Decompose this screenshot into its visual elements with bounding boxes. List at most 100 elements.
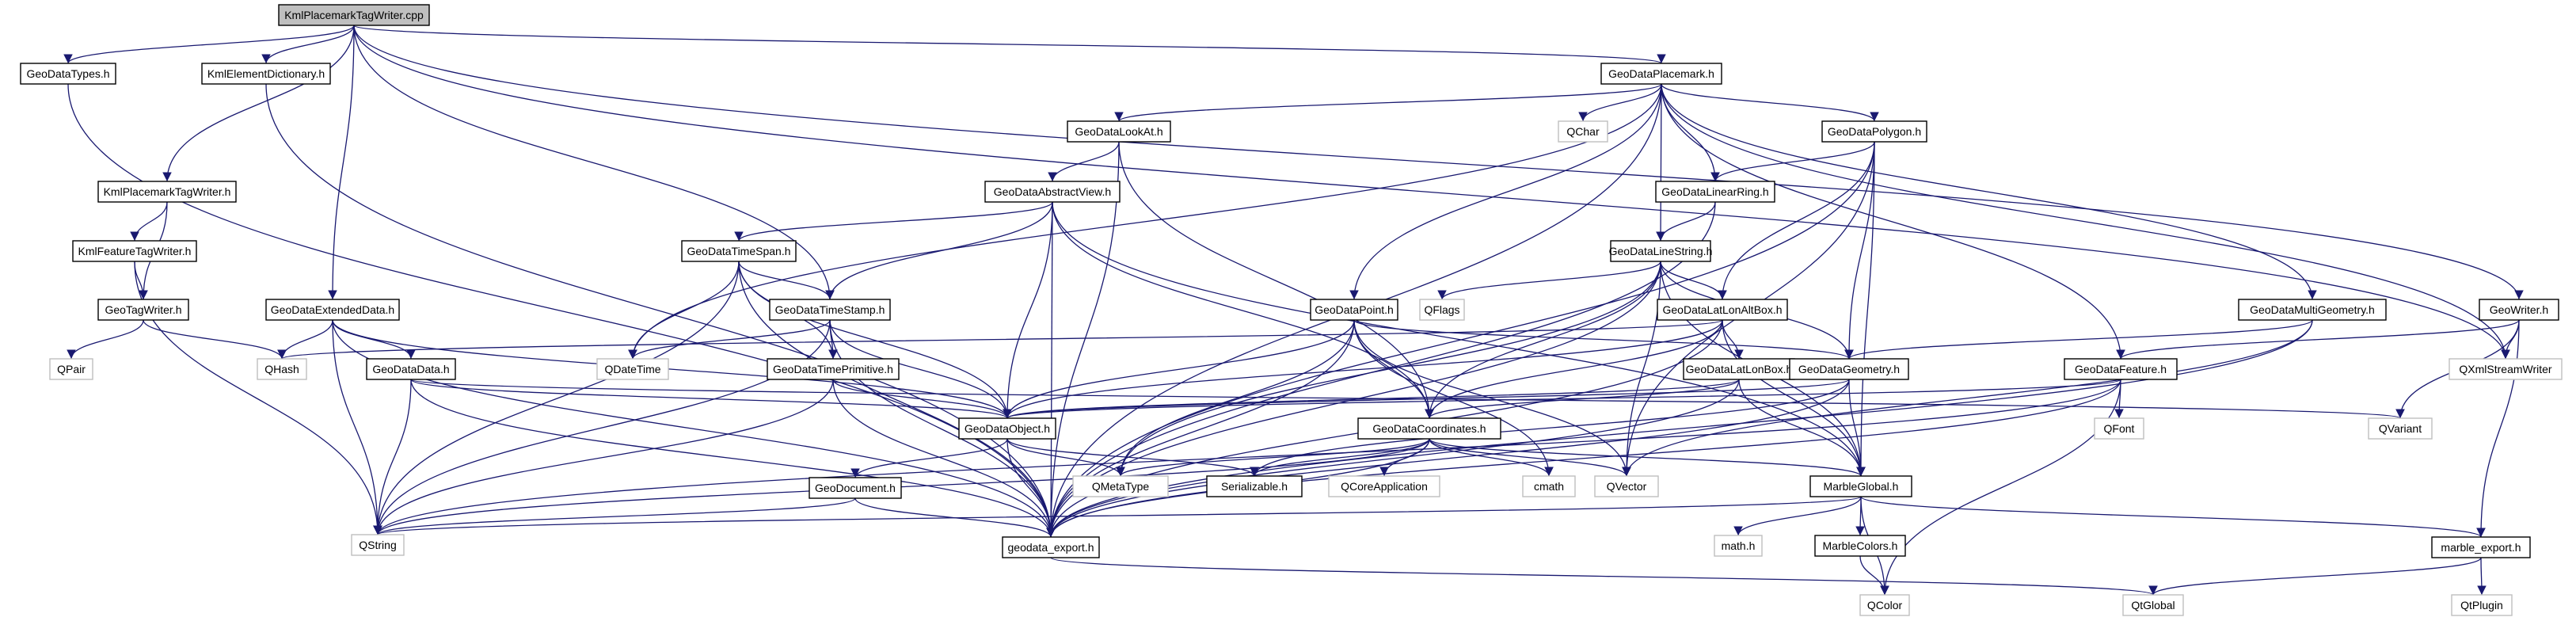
edge-geodatalatlonaltbox-to-qhash: [278, 319, 1723, 360]
node-box: [2094, 417, 2144, 440]
node-geodataabstractview-h[interactable]: GeoDataAbstractView.h: [984, 181, 1121, 203]
edge-geowriter-to-marble-export: [2476, 319, 2520, 538]
node-marbleglobal-h[interactable]: MarbleGlobal.h: [1809, 475, 1912, 497]
node-qcolor: QColor: [1859, 594, 1910, 616]
node-box: [1310, 299, 1398, 321]
node-kmlfeaturetagwriter-h[interactable]: KmlFeatureTagWriter.h: [72, 240, 197, 262]
node-geodocument-h[interactable]: GeoDocument.h: [809, 477, 902, 499]
edge-geodataabstractview-to-geodatacoordinates: [1052, 201, 1434, 419]
edge-marble-export-to-qtplugin: [2477, 557, 2487, 596]
node-geodatalinestring-h[interactable]: GeoDataLineString.h: [1609, 240, 1713, 262]
node-label: QFont: [2104, 422, 2135, 435]
node-label: MarbleGlobal.h: [1824, 480, 1899, 493]
edge-geodatatimespan-to-geodata-export: [738, 261, 1056, 538]
edge-geodatacoordinates-to-cmath: [1429, 438, 1554, 477]
node-box: [984, 181, 1121, 203]
node-marble-export-h[interactable]: marble_export.h: [2431, 536, 2531, 558]
node-geodatageometry-h[interactable]: GeoDataGeometry.h: [1789, 358, 1909, 380]
node-serializable-h[interactable]: Serializable.h: [1206, 475, 1303, 497]
node-box: [596, 358, 669, 380]
node-box: [72, 240, 197, 262]
node-geodatapoint-h[interactable]: GeoDataPoint.h: [1310, 299, 1398, 321]
edge-geodataobject-to-qmetatype: [1006, 438, 1125, 477]
edge-geodatacoordinates-to-qvector: [1429, 438, 1631, 477]
edge-geodata-export-to-qtglobal: [1050, 557, 2158, 596]
node-qchar: QChar: [1558, 120, 1608, 143]
node-label: GeoDataTimeSpan.h: [687, 245, 791, 257]
node-kmlelementdictionary-h[interactable]: KmlElementDictionary.h: [201, 63, 331, 85]
edge-kmlelementdictionary-to-geodata-export: [265, 83, 1056, 538]
node-geodataextendeddata-h[interactable]: GeoDataExtendedData.h: [265, 299, 400, 321]
node-geodatatimespan-h[interactable]: GeoDataTimeSpan.h: [681, 240, 797, 262]
edge-marbleglobal-to-mathh: [1733, 496, 1862, 536]
edge-geodatafeature-to-geodata-export: [1046, 379, 2121, 538]
edge-geodataplacemark-to-geodatafeature: [1661, 83, 2125, 360]
node-label: GeoDataLinearRing.h: [1661, 185, 1768, 198]
edge-geodatalinestring-to-qmetatype: [1116, 261, 1661, 477]
edge-geodatalatlonaltbox-to-geodatacoordinates: [1425, 319, 1723, 419]
node-label: MarbleColors.h: [1823, 539, 1898, 552]
edge-geodatalookat-to-geodata-export: [1046, 141, 1120, 538]
node-box: [1610, 240, 1711, 262]
edge-geotagwriter-to-qpair: [67, 319, 144, 360]
edge-geodataabstractview-to-geodatatimestamp: [825, 201, 1053, 300]
node-geodatatimestamp-h[interactable]: GeoDataTimeStamp.h: [769, 299, 891, 321]
edge-geodatatimespan-to-qdatetime: [628, 261, 740, 360]
edge-geodatamultigeometry-to-geodatageometry: [1844, 319, 2313, 360]
node-box: [958, 417, 1056, 440]
node-geowriter-h[interactable]: GeoWriter.h: [2479, 299, 2559, 321]
edge-geodataabstractview-to-geodataobject: [1003, 201, 1053, 419]
edge-geotagwriter-to-qhash: [143, 319, 287, 360]
node-qvariant: QVariant: [2368, 417, 2433, 440]
node-label: GeoDataPoint.h: [1315, 303, 1394, 316]
node-geodatatypes-h[interactable]: GeoDataTypes.h: [20, 63, 116, 85]
node-label: QDateTime: [604, 363, 660, 375]
node-label: marble_export.h: [2441, 541, 2521, 554]
edge-geodatacoordinates-to-marbleglobal: [1429, 438, 1866, 477]
edge-geodatalinestring-to-geodatacoordinates: [1425, 261, 1661, 419]
node-geodataobject-h[interactable]: GeoDataObject.h: [958, 417, 1056, 440]
node-label: QHash: [264, 363, 299, 375]
node-geodatalookat-h[interactable]: GeoDataLookAt.h: [1067, 120, 1171, 143]
node-geodatalatlonbox-h[interactable]: GeoDataLatLonBox.h: [1683, 358, 1795, 380]
node-geodatatimeprimitive-h[interactable]: GeoDataTimePrimitive.h: [767, 358, 900, 380]
node-kmlplacemarktagwriter-h[interactable]: KmlPlacemarkTagWriter.h: [97, 181, 237, 203]
edge-geodatageometry-to-geodata-export: [1046, 379, 1850, 538]
edge-root-to-qxmlstreamwriter: [353, 25, 2510, 360]
edge-geodatafeature-to-geodataobject: [1003, 379, 2121, 419]
edge-geodatacoordinates-to-serializable: [1250, 438, 1430, 477]
node-label: GeoDataAbstractView.h: [994, 185, 1111, 198]
edge-geodatalatlonbox-to-geodataobject: [1003, 379, 1740, 419]
edge-kmlplacemarktagwriterh-to-kmlfeaturetagwriter: [130, 201, 168, 242]
node-geodata-export-h[interactable]: geodata_export.h: [1002, 536, 1100, 558]
node-geodatamultigeometry-h[interactable]: GeoDataMultiGeometry.h: [2238, 299, 2387, 321]
node-geodatapolygon-h[interactable]: GeoDataPolygon.h: [1821, 120, 1927, 143]
edge-root-to-geodataplacemark: [353, 25, 1666, 64]
node-geodatacoordinates-h[interactable]: GeoDataCoordinates.h: [1357, 417, 1501, 440]
edge-marbleglobal-to-qstring: [374, 496, 1862, 535]
node-label: Serializable.h: [1221, 480, 1288, 493]
node-geodataplacemark-h[interactable]: GeoDataPlacemark.h: [1600, 63, 1722, 85]
node-label: GeoDataTypes.h: [26, 67, 109, 80]
node-geodatadata-h[interactable]: GeoDataData.h: [366, 358, 456, 380]
node-label: GeoDataData.h: [372, 363, 449, 375]
node-box: [201, 63, 331, 85]
node-kmlplacemarktagwriter-cpp[interactable]: KmlPlacemarkTagWriter.cpp: [278, 4, 430, 26]
node-geodatafeature-h[interactable]: GeoDataFeature.h: [2064, 358, 2178, 380]
edge-geodatadata-to-qvariant: [410, 379, 2404, 419]
node-geodatalatlonaltbox-h[interactable]: GeoDataLatLonAltBox.h: [1657, 299, 1788, 321]
edge-geodatapolygon-to-geodatalatlonaltbox: [1718, 141, 1875, 300]
node-box: [97, 299, 189, 321]
node-geodatalinearring-h[interactable]: GeoDataLinearRing.h: [1655, 181, 1775, 203]
edge-geodatapoint-to-qvector: [1353, 319, 1631, 477]
node-box: [1002, 536, 1100, 558]
edge-geodataplacemark-to-geodatalinearring: [1661, 83, 1720, 182]
edge-geodataabstractview-to-marbleglobal: [1052, 201, 1866, 477]
edge-geodatatimespan-to-geodatatimestamp: [738, 261, 835, 300]
node-box: [769, 299, 891, 321]
edge-geodataabstractview-to-geodata-export: [1046, 201, 1056, 538]
edge-geodataextendeddata-to-qstring: [332, 319, 382, 535]
node-geotagwriter-h[interactable]: GeoTagWriter.h: [97, 299, 189, 321]
node-box: [1655, 181, 1775, 203]
node-marblecolors-h[interactable]: MarbleColors.h: [1814, 535, 1906, 557]
